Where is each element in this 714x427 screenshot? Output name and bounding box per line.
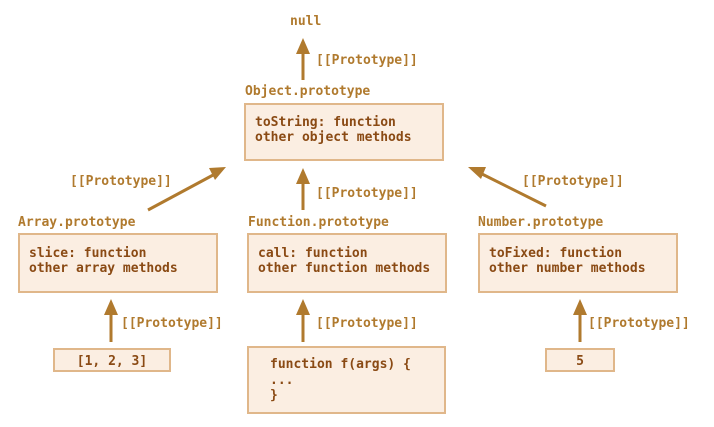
array-to-object-link-label: [[Prototype]] xyxy=(70,174,172,189)
array-instance-arrow xyxy=(104,299,118,342)
array-prototype-box xyxy=(18,233,218,293)
object-prototype-title: Object.prototype xyxy=(245,84,370,99)
function-prototype-box xyxy=(247,233,447,293)
number-instance-link-label: [[Prototype]] xyxy=(588,316,690,331)
number-prototype-line-1: toFixed: function xyxy=(489,246,622,261)
object-prototype-box xyxy=(244,103,444,161)
number-instance-box xyxy=(545,348,615,372)
function-instance-link-label: [[Prototype]] xyxy=(316,316,418,331)
array-prototype-line-1: slice: function xyxy=(29,246,146,261)
array-prototype-line-2: other array methods xyxy=(29,261,178,276)
number-instance-arrow xyxy=(573,299,587,342)
number-prototype-box xyxy=(478,233,678,293)
function-instance-line-2: ... xyxy=(270,373,293,388)
number-to-object-arrow xyxy=(468,167,547,208)
function-prototype-title: Function.prototype xyxy=(248,215,389,230)
number-to-object-link-label: [[Prototype]] xyxy=(522,174,624,189)
object-prototype-line-1: toString: function xyxy=(255,115,396,130)
object-to-null-arrow xyxy=(296,38,310,80)
array-to-object-arrow xyxy=(147,167,226,212)
object-prototype-line-2: other object methods xyxy=(255,130,412,145)
function-prototype-line-2: other function methods xyxy=(258,261,430,276)
object-to-null-link-label: [[Prototype]] xyxy=(316,53,418,68)
function-prototype-line-1: call: function xyxy=(258,246,368,261)
function-instance-box xyxy=(247,346,446,414)
function-instance-line-3: } xyxy=(270,388,278,403)
array-instance-box xyxy=(53,348,171,372)
function-to-object-link-label: [[Prototype]] xyxy=(316,186,418,201)
array-instance-value: [1, 2, 3] xyxy=(77,354,147,369)
function-instance-arrow xyxy=(296,299,310,342)
null-label: null xyxy=(290,14,321,29)
function-to-object-arrow xyxy=(296,168,310,210)
array-prototype-title: Array.prototype xyxy=(18,215,136,230)
number-prototype-title: Number.prototype xyxy=(478,215,603,230)
array-instance-link-label: [[Prototype]] xyxy=(121,316,223,331)
number-instance-value: 5 xyxy=(576,354,584,369)
function-instance-line-1: function f(args) { xyxy=(270,357,411,372)
number-prototype-line-2: other number methods xyxy=(489,261,646,276)
